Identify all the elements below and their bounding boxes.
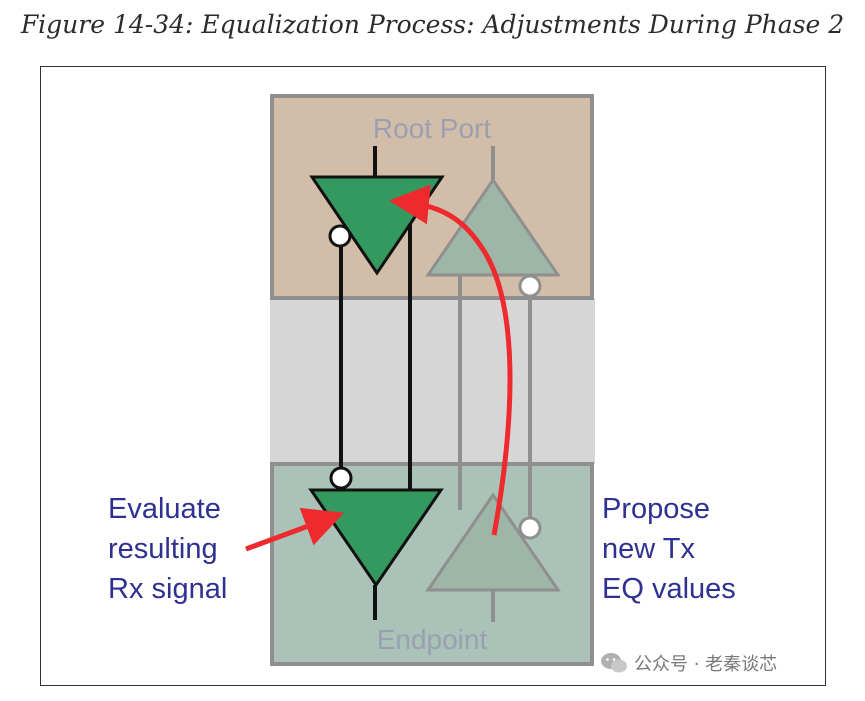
root-port-active-bubble <box>328 224 352 248</box>
watermark-text: 公众号 · 老秦谈芯 <box>634 654 778 675</box>
root-port-tx-bubble <box>518 274 542 298</box>
root-port-label: Root Port <box>373 113 491 144</box>
figure-frame <box>40 66 826 686</box>
watermark: 公众号 · 老秦谈芯 <box>600 650 777 676</box>
evaluate-label-line-3: Rx signal <box>108 573 227 605</box>
wechat-icon <box>601 653 627 673</box>
propose-label: Propose new Tx EQ values <box>602 493 736 605</box>
figure-caption: Figure 14-34: Equalization Process: Adju… <box>20 10 845 39</box>
propose-arrow <box>389 184 513 536</box>
active-rx-path <box>339 146 412 620</box>
propose-label-line-1: Propose <box>602 493 710 525</box>
endpoint-label: Endpoint <box>377 624 488 655</box>
endpoint-rx-bubble-faded <box>518 516 542 540</box>
propose-label-line-3: EQ values <box>602 573 736 605</box>
endpoint-active-bubble <box>329 466 353 490</box>
endpoint-rx-buffer-faded <box>425 492 561 592</box>
evaluate-arrow <box>245 507 345 552</box>
evaluate-label-line-2: resulting <box>108 533 218 565</box>
evaluate-label-line-1: Evaluate <box>108 493 221 525</box>
inactive-tx-path <box>458 146 532 622</box>
propose-label-line-2: new Tx <box>602 533 695 565</box>
evaluate-label: Evaluate resulting Rx signal <box>108 493 227 605</box>
channel-region <box>270 298 595 464</box>
